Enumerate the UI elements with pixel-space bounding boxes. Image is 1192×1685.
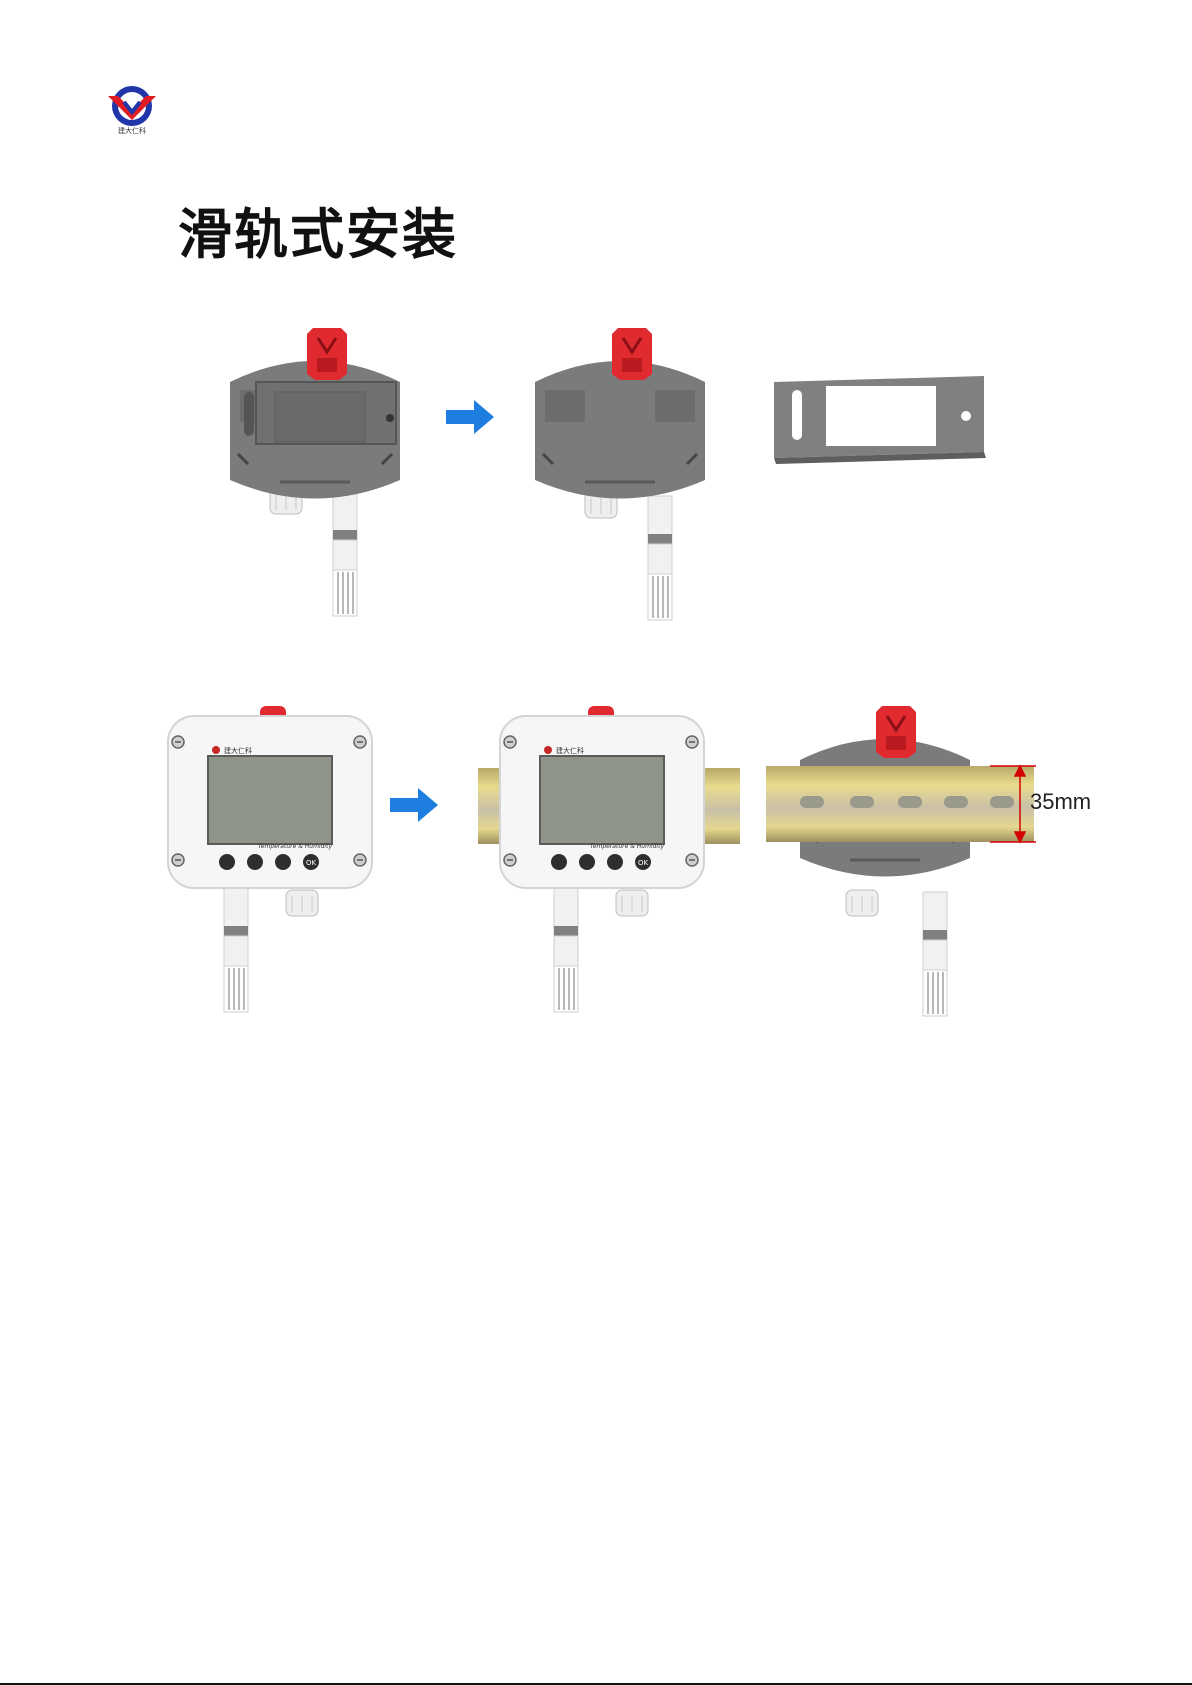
mounting-plate — [774, 376, 986, 464]
device-caption-text: Temperature & Humidity — [590, 843, 665, 850]
back-housing-with-plate — [230, 328, 400, 616]
ok-button-label: OK — [638, 859, 649, 867]
device-brand-text: 建大仁科 — [556, 746, 584, 755]
step-arrow-1 — [446, 400, 494, 434]
front-device-1: 建大仁科 Temperature & Humidity OK — [168, 706, 372, 1012]
step-arrow-2 — [390, 788, 438, 822]
device-brand-text: 建大仁科 — [224, 746, 252, 755]
ok-button-label: OK — [306, 859, 317, 867]
front-device-on-rail: 建大仁科 Temperature & Humidity OK — [500, 706, 704, 1012]
rail-height-label: 35mm — [1030, 789, 1091, 815]
back-housing-without-plate — [535, 328, 705, 620]
back-device-on-rail — [766, 706, 1036, 1016]
device-caption-text: Temperature & Humidity — [258, 843, 333, 850]
